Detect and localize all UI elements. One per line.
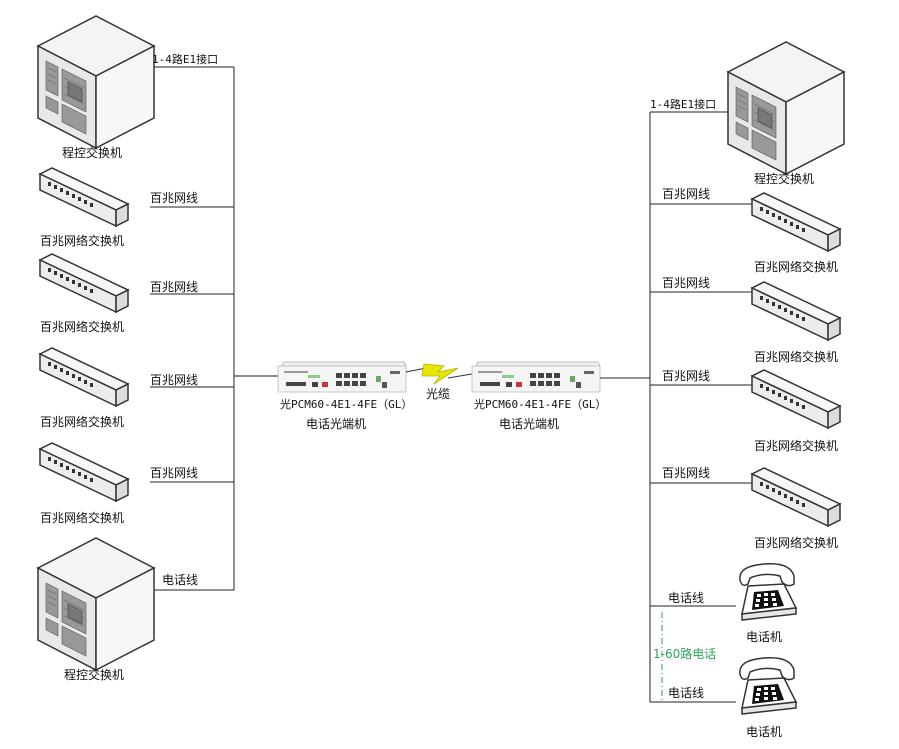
right-link-2-label: 百兆网线: [662, 276, 710, 290]
right-switch-2-label: 百兆网络交换机: [754, 349, 838, 364]
right-switch-1: [751, 192, 841, 252]
left-terminal-model: 光PCM60-4E1-4FE（GL）: [280, 397, 412, 411]
left-e1-label: 1-4路E1接口: [152, 53, 218, 66]
right-link-4-label: 百兆网线: [662, 466, 710, 480]
left-switch-2-label: 百兆网络交换机: [40, 319, 124, 334]
right-switch-3: [751, 369, 841, 429]
left-switch-3-label: 百兆网络交换机: [40, 414, 124, 429]
left-server-top: [37, 15, 155, 149]
fiber-label: 光缆: [426, 387, 450, 401]
telephone-2-label: 电话机: [746, 725, 782, 739]
left-terminal-name: 电话光端机: [306, 417, 366, 431]
left-link-2-label: 百兆网线: [150, 280, 198, 294]
right-optical-terminal: [471, 361, 601, 393]
right-e1-label: 1-4路E1接口: [650, 98, 716, 111]
right-switch-3-label: 百兆网络交换机: [754, 438, 838, 453]
left-link-4-label: 百兆网线: [150, 466, 198, 480]
left-server-bottom: [37, 537, 155, 671]
fiber-link: [405, 363, 473, 385]
left-switch-1: [39, 167, 129, 227]
left-switch-4: [39, 442, 129, 502]
left-switch-2: [39, 253, 129, 313]
channels-note: 1-60路电话: [653, 646, 716, 661]
right-phone-line-1-label: 电话线: [668, 591, 704, 605]
left-phone-line-label: 电话线: [162, 573, 198, 587]
right-switch-4-label: 百兆网络交换机: [754, 535, 838, 550]
left-switch-3: [39, 347, 129, 407]
right-link-1-label: 百兆网线: [662, 187, 710, 201]
right-phone-line-2-label: 电话线: [668, 686, 704, 700]
right-server: [727, 41, 845, 175]
left-switch-1-label: 百兆网络交换机: [40, 233, 124, 248]
left-switch-4-label: 百兆网络交换机: [40, 510, 124, 525]
right-wiring: [600, 111, 752, 703]
left-optical-terminal: [277, 361, 407, 393]
right-terminal-name: 电话光端机: [499, 417, 559, 431]
left-server-top-label: 程控交换机: [62, 145, 122, 160]
right-switch-4: [751, 467, 841, 527]
right-switch-2: [751, 281, 841, 341]
right-terminal-model: 光PCM60-4E1-4FE（GL）: [474, 397, 606, 411]
telephone-2-icon: [739, 657, 797, 715]
left-server-bottom-label: 程控交换机: [64, 667, 124, 682]
telephone-1-icon: [739, 563, 797, 621]
left-link-3-label: 百兆网线: [150, 373, 198, 387]
right-server-label: 程控交换机: [754, 171, 814, 186]
telephone-1-label: 电话机: [746, 630, 782, 644]
left-link-1-label: 百兆网线: [150, 191, 198, 205]
right-link-3-label: 百兆网线: [662, 369, 710, 383]
lightning-icon: [421, 363, 459, 385]
right-switch-1-label: 百兆网络交换机: [754, 259, 838, 274]
left-wiring: [150, 66, 278, 591]
